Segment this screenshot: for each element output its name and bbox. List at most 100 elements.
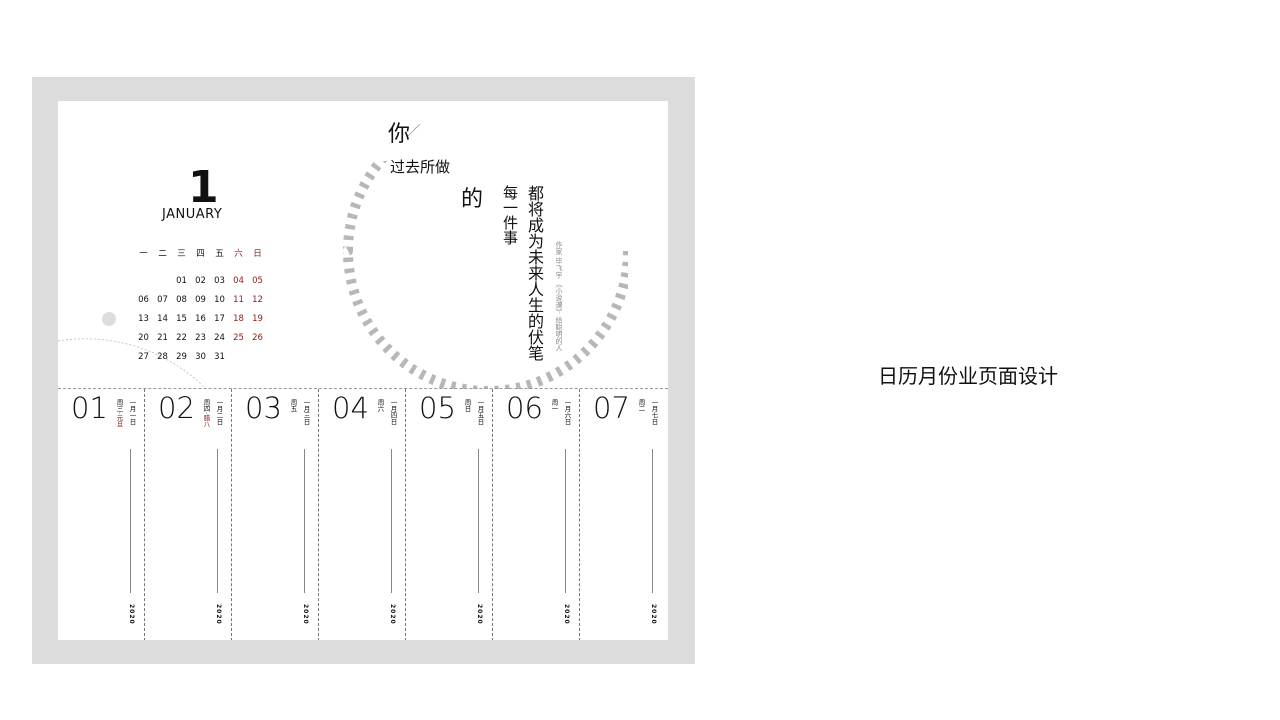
weekday-label: 周六 bbox=[376, 399, 384, 412]
chinese-date: 一月一日 bbox=[128, 399, 136, 425]
day-cell: 22 bbox=[176, 333, 187, 343]
month-grid: 一二三四五六日 01 02 03 04 05 06 07 08 09 10 11 12 13 14 15 16 1… bbox=[134, 247, 267, 362]
day-cell: 07 bbox=[157, 295, 168, 305]
weekday-header: 五 bbox=[215, 249, 224, 259]
weekday-label: 周四·腊八 bbox=[202, 399, 210, 427]
weekday-label: 周日 bbox=[463, 399, 471, 412]
year-label: 2020 bbox=[215, 604, 222, 625]
day-cell: 03 bbox=[214, 276, 225, 286]
day-cell: 25 bbox=[233, 333, 244, 343]
day-cell: 16 bbox=[195, 314, 206, 324]
day-column: 05 周日 一月五日 2020 bbox=[406, 389, 493, 640]
day-cell: 04 bbox=[233, 276, 244, 286]
weekday-header: 六 bbox=[234, 249, 243, 259]
day-cell: 11 bbox=[233, 295, 244, 305]
day-number: 02 bbox=[158, 391, 195, 425]
day-number: 01 bbox=[71, 391, 108, 425]
weekday: 周五 bbox=[289, 399, 297, 412]
weekday-header: 二 bbox=[158, 249, 167, 259]
day-number: 03 bbox=[245, 391, 282, 425]
day-cell: 17 bbox=[214, 314, 225, 324]
day-number: 07 bbox=[593, 391, 630, 425]
divider-line bbox=[217, 449, 218, 593]
separator: · bbox=[115, 412, 123, 415]
divider-line bbox=[652, 449, 653, 593]
chinese-date: 一月二日 bbox=[215, 399, 223, 425]
quote-line: 的 bbox=[461, 187, 484, 212]
weekday-label: 周二 bbox=[637, 399, 645, 412]
day-column: 07 周二 一月七日 2020 bbox=[580, 389, 667, 640]
day-cell: 18 bbox=[233, 314, 244, 324]
page-title: 日历月份业页面设计 bbox=[878, 364, 1058, 388]
chinese-date: 一月六日 bbox=[563, 399, 571, 425]
day-cell: 24 bbox=[214, 333, 225, 343]
day-cell: 30 bbox=[195, 352, 206, 362]
day-cell: 12 bbox=[252, 295, 263, 305]
quote-line: 每一件事 bbox=[501, 185, 519, 245]
weekday: 周日 bbox=[463, 399, 471, 412]
year-label: 2020 bbox=[563, 604, 570, 625]
divider-line bbox=[478, 449, 479, 593]
year-label: 2020 bbox=[128, 604, 135, 625]
quote-line: 都将成为未来人生的伏笔 bbox=[525, 185, 544, 361]
day-cell: 10 bbox=[214, 295, 225, 305]
month-number: 1 bbox=[188, 162, 219, 213]
day-cell: 31 bbox=[214, 352, 225, 362]
year-label: 2020 bbox=[302, 604, 309, 625]
day-column: 02 周四·腊八 一月二日 2020 bbox=[145, 389, 232, 640]
separator: · bbox=[202, 412, 210, 415]
day-cell: 27 bbox=[138, 352, 149, 362]
day-number: 04 bbox=[332, 391, 369, 425]
divider-line bbox=[565, 449, 566, 593]
day-column: 01 周三·元旦 一月一日 2020 bbox=[58, 389, 145, 640]
weekday: 周四 bbox=[202, 399, 210, 412]
day-cell: 13 bbox=[138, 314, 149, 324]
quote-credit: 作家 毕飞宇 《小说课》· 给聪明的人 bbox=[555, 241, 563, 352]
day-cell: 02 bbox=[195, 276, 206, 286]
weekday: 周三 bbox=[115, 399, 123, 412]
weekday-header: 四 bbox=[196, 249, 205, 259]
festival: 腊八 bbox=[202, 414, 210, 428]
year-label: 2020 bbox=[650, 604, 657, 625]
year-label: 2020 bbox=[389, 604, 396, 625]
day-column: 04 周六 一月四日 2020 bbox=[319, 389, 406, 640]
halftone-arc bbox=[343, 161, 628, 389]
day-cell: 19 bbox=[252, 314, 263, 324]
weekday: 周一 bbox=[550, 399, 558, 412]
day-cell: 01 bbox=[176, 276, 187, 286]
year-label: 2020 bbox=[476, 604, 483, 625]
weekday-header: 日 bbox=[253, 249, 262, 259]
chinese-date: 一月三日 bbox=[302, 399, 310, 425]
day-cell: 09 bbox=[195, 295, 206, 305]
day-column: 03 周五 一月三日 2020 bbox=[232, 389, 319, 640]
divider-line bbox=[304, 449, 305, 593]
day-column: 06 周一 一月六日 2020 bbox=[493, 389, 580, 640]
chinese-date: 一月七日 bbox=[650, 399, 658, 425]
day-cell: 05 bbox=[252, 276, 263, 286]
chinese-date: 一月四日 bbox=[389, 399, 397, 425]
day-cell: 06 bbox=[138, 295, 149, 305]
day-cell: 26 bbox=[252, 333, 263, 343]
day-cell bbox=[153, 276, 172, 286]
divider-line bbox=[130, 449, 131, 593]
calendar-page: 1 JANUARY 一二三四五六日 01 02 03 04 05 06 07 08 09 10 11 1… bbox=[58, 101, 668, 640]
divider-line bbox=[391, 449, 392, 593]
quote-line: 你 bbox=[388, 122, 411, 147]
weekday-header: 一 bbox=[139, 249, 148, 259]
day-cell: 14 bbox=[157, 314, 168, 324]
day-number: 06 bbox=[506, 391, 543, 425]
weekday: 周六 bbox=[376, 399, 384, 412]
chinese-date: 一月五日 bbox=[476, 399, 484, 425]
weekday-label: 周五 bbox=[289, 399, 297, 412]
day-cell: 29 bbox=[176, 352, 187, 362]
weekday-label: 周三·元旦 bbox=[115, 399, 123, 427]
day-cell: 15 bbox=[176, 314, 187, 324]
day-cell bbox=[134, 276, 153, 286]
day-cell: 21 bbox=[157, 333, 168, 343]
weekday-header: 三 bbox=[177, 249, 186, 259]
month-name: JANUARY bbox=[162, 207, 223, 222]
decorative-arcs bbox=[58, 123, 628, 392]
day-cell: 08 bbox=[176, 295, 187, 305]
day-cell: 20 bbox=[138, 333, 149, 343]
